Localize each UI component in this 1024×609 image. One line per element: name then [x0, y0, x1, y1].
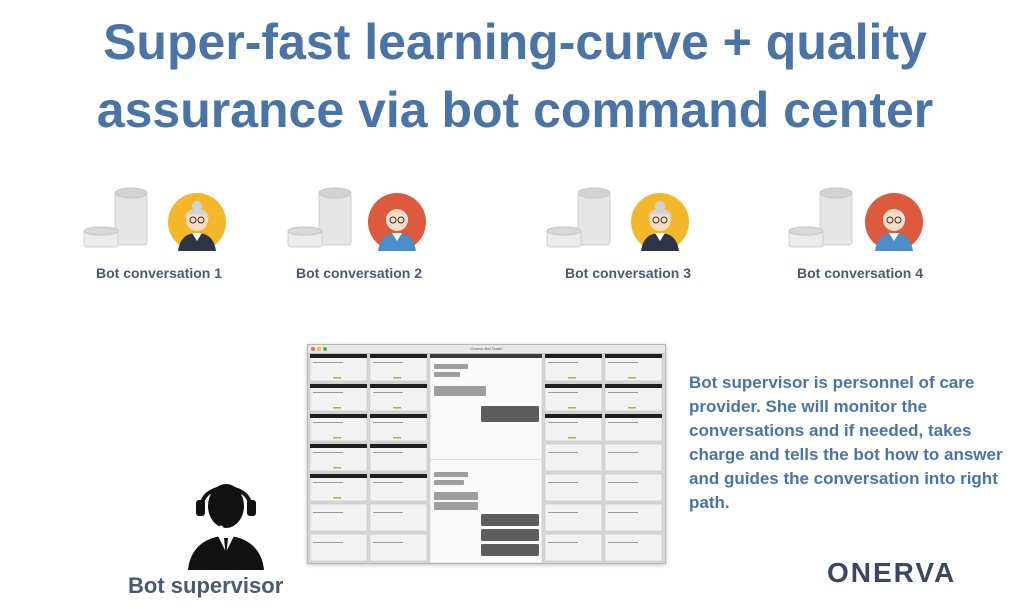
window-title: Onerva Bot Tester: [470, 346, 503, 351]
bot-conversation-4: [785, 185, 935, 253]
grandmother-avatar-icon: [168, 193, 226, 251]
slide-title-line-1: Super-fast learning-curve + quality: [103, 14, 927, 70]
bot-conversation-3-label: Bot conversation 3: [564, 265, 692, 281]
bot-conversation-4-label: Bot conversation 4: [796, 265, 924, 281]
smart-speaker-icon: [788, 187, 853, 248]
window-close-icon: [311, 347, 315, 351]
onerva-logo: ONERVA: [827, 557, 957, 588]
supervisor-label: Bot supervisor: [128, 573, 284, 598]
smart-speaker-icon: [83, 187, 148, 248]
bot-conversation-1-label: Bot conversation 1: [95, 265, 223, 281]
slide-title-line-2: assurance via bot command center: [96, 82, 934, 138]
grandfather-avatar-icon: [865, 193, 923, 251]
bot-conversation-3: [543, 185, 693, 253]
window-minimize-icon: [317, 347, 321, 351]
bot-command-center-screenshot: Onerva Bot Tester: [307, 344, 666, 564]
window-titlebar: Onerva Bot Tester: [308, 345, 665, 354]
supervisor-description: Bot supervisor is personnel of care prov…: [689, 373, 1003, 512]
bot-conversation-1: [80, 185, 230, 253]
slide-title: Super-fast learning-curve + quality assu…: [20, 8, 1010, 144]
command-center-panels-graphic: [309, 354, 663, 563]
supervisor-headset-icon: [188, 484, 264, 570]
smart-speaker-icon: [546, 187, 611, 248]
grandfather-avatar-icon: [368, 193, 426, 251]
window-zoom-icon: [323, 347, 327, 351]
smart-speaker-icon: [287, 187, 352, 248]
grandmother-avatar-icon: [631, 193, 689, 251]
bot-conversation-2: [284, 185, 434, 253]
bot-conversation-2-label: Bot conversation 2: [295, 265, 423, 281]
